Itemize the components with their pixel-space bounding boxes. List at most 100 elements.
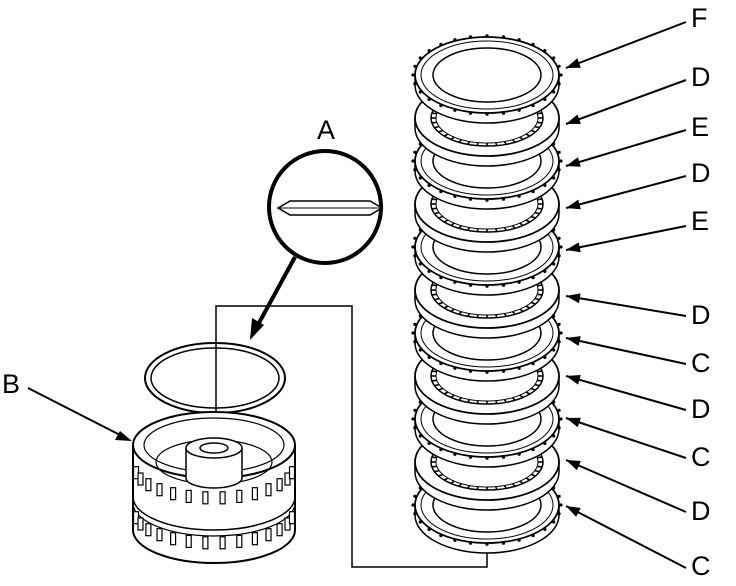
disc-spline	[431, 284, 437, 287]
disc-spline	[450, 222, 455, 227]
leader-line-7	[565, 337, 687, 365]
plate-tooth	[557, 426, 561, 430]
plate-tooth	[559, 73, 563, 77]
plate-tooth	[411, 417, 415, 421]
plate-face-ring	[420, 40, 554, 110]
leader-line-5	[565, 225, 687, 251]
hub-slot	[265, 528, 272, 542]
disc-spline	[530, 387, 536, 391]
plate-tooth	[559, 417, 563, 421]
disc-spline	[525, 133, 531, 137]
disc-spline	[534, 297, 540, 301]
disc-spline	[443, 133, 449, 137]
plate-tooth	[557, 168, 561, 172]
plate-tooth	[531, 362, 535, 366]
plate-tooth	[453, 366, 457, 370]
leader-line-2	[565, 79, 687, 125]
disc-spline	[434, 211, 440, 215]
disc-spline	[530, 473, 536, 477]
plate-tooth	[468, 541, 473, 545]
disc-spline	[431, 456, 437, 459]
leader-arrowhead-3	[566, 157, 581, 167]
disc-spline	[431, 198, 437, 201]
disc-spline	[537, 456, 543, 459]
disc-spline	[530, 215, 536, 219]
callout-d-5: D	[691, 496, 711, 526]
callout-e-2: E	[691, 206, 709, 236]
callout-b: B	[2, 369, 20, 399]
plate-tooth	[468, 369, 473, 373]
disc-spline	[434, 383, 440, 387]
disc-spline	[537, 112, 543, 115]
disc-spline	[431, 112, 437, 115]
leader-line-3	[565, 129, 687, 167]
plate-tooth	[552, 434, 556, 438]
callout-d-3: D	[691, 300, 711, 330]
disc-spline	[537, 379, 543, 382]
plate-tooth	[427, 527, 431, 532]
plate-tooth	[501, 369, 506, 373]
plate-tooth	[559, 503, 563, 507]
leader-line-4	[565, 175, 687, 209]
disc-spline	[537, 370, 543, 373]
hub-slot	[202, 536, 209, 550]
plate-tooth	[485, 542, 489, 546]
plate-tooth	[427, 269, 431, 273]
disc-spline	[537, 121, 543, 124]
plate-tooth	[557, 322, 561, 326]
leader-arrowhead-4	[566, 199, 581, 210]
plate-tooth	[413, 82, 417, 86]
plate-tooth	[413, 168, 417, 172]
plate-tooth	[517, 452, 521, 456]
callout-d-4: D	[691, 394, 711, 424]
callout-c-2: C	[691, 442, 711, 472]
leader-arrowhead-11	[566, 506, 581, 517]
plate-tooth	[557, 408, 561, 412]
plate-tooth	[468, 283, 473, 287]
plate-tooth	[485, 34, 489, 38]
plate-tooth	[413, 236, 417, 240]
hub-slot	[288, 511, 296, 525]
plate-tooth	[552, 520, 556, 524]
hub-slot	[236, 489, 243, 503]
plate-tooth	[453, 280, 457, 284]
disc-spline	[530, 129, 536, 133]
plate-tooth	[411, 503, 415, 507]
disc-spline	[431, 379, 437, 382]
disc-spline	[434, 469, 440, 473]
disc-spline	[525, 305, 531, 309]
plate-tooth	[557, 64, 561, 68]
hub-slot	[276, 478, 283, 492]
plate-tooth	[531, 190, 535, 194]
plate-tooth	[468, 197, 473, 201]
hub-slot	[156, 483, 163, 497]
plate-tooth	[559, 245, 563, 249]
disc-spline	[443, 219, 449, 223]
disc-spline	[443, 477, 449, 481]
plate-1	[411, 34, 563, 124]
disc-spline	[438, 215, 444, 219]
hub-bore	[199, 442, 229, 454]
disc-spline	[519, 308, 524, 313]
leader-line-10	[565, 459, 687, 513]
plate-tooth	[439, 362, 443, 366]
detail-magnifier	[250, 149, 384, 340]
plate-tooth	[517, 194, 521, 198]
callout-b-arrowhead	[115, 431, 132, 441]
plate-tooth	[557, 82, 561, 86]
disc-spline	[534, 383, 540, 387]
leader-line-6	[565, 295, 687, 317]
disc-spline	[431, 293, 437, 296]
plate-tooth	[413, 512, 417, 516]
leader-line-1	[565, 21, 687, 69]
plate-tooth	[557, 340, 561, 344]
hub-slot	[219, 491, 226, 505]
plate-tooth	[485, 112, 489, 116]
plate-tooth	[413, 426, 417, 430]
hub-slot	[170, 532, 177, 546]
plate-tooth	[411, 245, 415, 249]
leader-arrowhead-1	[566, 58, 581, 68]
disc-spline	[530, 301, 536, 305]
leader-arrowhead-2	[566, 114, 581, 124]
